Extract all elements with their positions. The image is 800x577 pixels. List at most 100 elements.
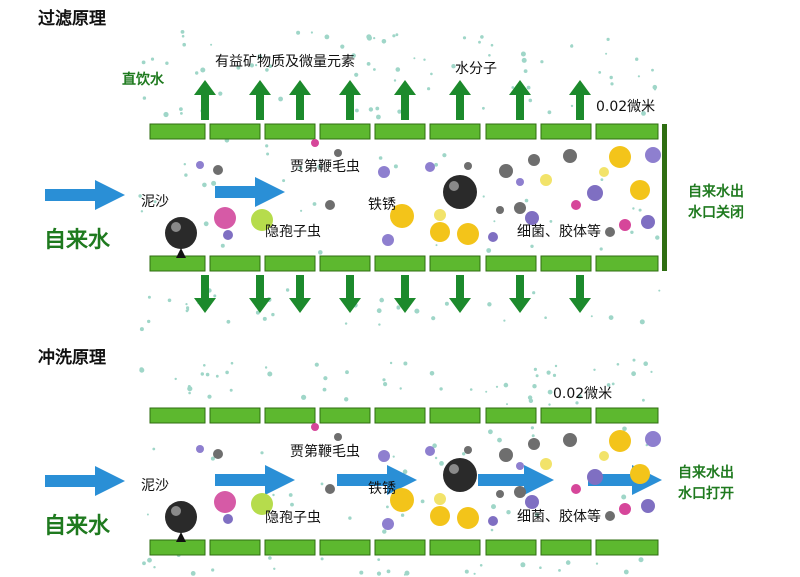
water-dot: [611, 382, 615, 386]
contaminant-particle: [334, 149, 342, 157]
water-dot: [265, 144, 269, 148]
water-dot: [379, 297, 385, 303]
flush-flow-arrow-2: [337, 465, 417, 495]
contaminant-particle: [619, 219, 631, 231]
beneficial-minerals-label: 有益矿物质及微量元素: [215, 54, 355, 70]
water-dot: [621, 494, 627, 500]
water-dot: [590, 315, 593, 318]
water-dot: [285, 288, 290, 292]
water-dot: [606, 37, 610, 42]
membrane-segment: [149, 255, 206, 272]
water-dot: [478, 40, 481, 44]
contaminant-particle: [430, 506, 450, 526]
direct-drink-label: 直饮水: [122, 72, 164, 88]
flush-top-membrane: [149, 407, 659, 424]
water-dot: [182, 42, 186, 47]
water-dot: [386, 505, 389, 509]
contaminant-particle: [213, 165, 223, 175]
water-dot: [211, 568, 215, 572]
water-dot: [546, 370, 551, 375]
contaminant-particle: [525, 211, 539, 225]
filter-sediment-label: 泥沙: [141, 194, 169, 210]
water-dot: [324, 34, 330, 40]
water-dot: [535, 374, 539, 378]
water-dot: [375, 106, 380, 111]
flush-bottom-membrane: [149, 539, 659, 556]
water-dot: [506, 403, 508, 406]
water-dot: [650, 370, 653, 373]
water-dot: [632, 358, 636, 362]
water-dot: [642, 398, 645, 402]
water-dot: [147, 295, 151, 299]
water-dot: [340, 44, 345, 49]
contaminant-particle: [528, 438, 540, 450]
water-dot: [202, 182, 207, 188]
filter-inner-flow-arrow: [215, 177, 285, 207]
water-dot: [150, 57, 155, 61]
water-dot: [632, 207, 635, 210]
water-dot: [531, 434, 535, 438]
water-dot: [249, 63, 254, 68]
water-dot: [605, 52, 608, 55]
water-dot: [434, 162, 438, 167]
water-dot: [414, 308, 420, 314]
water-dot: [386, 569, 391, 574]
water-dot: [524, 198, 529, 203]
contaminant-particle: [390, 204, 414, 228]
contaminant-particle: [514, 486, 526, 498]
water-dot: [631, 371, 636, 377]
water-dot: [479, 564, 483, 567]
water-dot: [622, 426, 627, 432]
water-dot: [229, 388, 233, 392]
contaminant-particle: [464, 162, 472, 170]
arrow-up-shaft: [576, 94, 584, 120]
water-dot: [593, 368, 596, 371]
water-dot: [359, 570, 364, 575]
water-dot: [651, 68, 654, 72]
arrow-down-icon: [509, 298, 531, 313]
arrow-down-shaft: [346, 275, 354, 299]
arrow-up-icon: [249, 80, 271, 95]
water-dot: [432, 443, 437, 449]
water-dot: [366, 62, 371, 66]
arrow-down-shaft: [201, 275, 209, 299]
filter-down-arrows: [194, 275, 591, 313]
contaminant-particle: [488, 232, 498, 242]
water-dot: [487, 302, 492, 307]
contaminant-particle: [214, 491, 236, 513]
water-dot: [318, 250, 323, 255]
contaminant-particle: [571, 200, 581, 210]
water-dot: [539, 566, 542, 569]
membrane-segment: [540, 539, 592, 556]
membrane-segment: [485, 123, 537, 140]
flush-flow-arrow-3: [478, 465, 554, 495]
contaminant-particle: [609, 430, 631, 452]
water-dot: [554, 364, 558, 368]
water-dot: [211, 180, 217, 186]
water-dot: [528, 398, 534, 403]
water-dot: [599, 247, 603, 251]
water-dot: [272, 493, 275, 497]
water-dot: [138, 194, 142, 198]
contaminant-particle: [599, 167, 609, 177]
water-dot: [392, 455, 395, 458]
water-dot: [174, 377, 177, 381]
arrow-down-shaft: [401, 275, 409, 299]
arrow-up-shaft: [256, 94, 264, 120]
water-dot: [532, 291, 536, 295]
water-dot: [142, 96, 147, 100]
water-dot: [540, 60, 544, 64]
water-dot: [623, 569, 629, 575]
flush-section-title: 冲洗原理: [38, 348, 106, 368]
water-dot: [236, 65, 241, 70]
water-dot: [506, 510, 511, 515]
water-dot: [382, 378, 386, 382]
flush-tap-water-label: 自来水: [44, 514, 111, 539]
water-dot: [257, 54, 263, 59]
contaminant-particle: [499, 164, 513, 178]
water-dot: [488, 54, 491, 57]
water-dot: [532, 384, 537, 389]
water-dot: [643, 361, 648, 367]
contaminant-particle: [499, 448, 513, 462]
arrow-down-shaft: [256, 275, 264, 299]
